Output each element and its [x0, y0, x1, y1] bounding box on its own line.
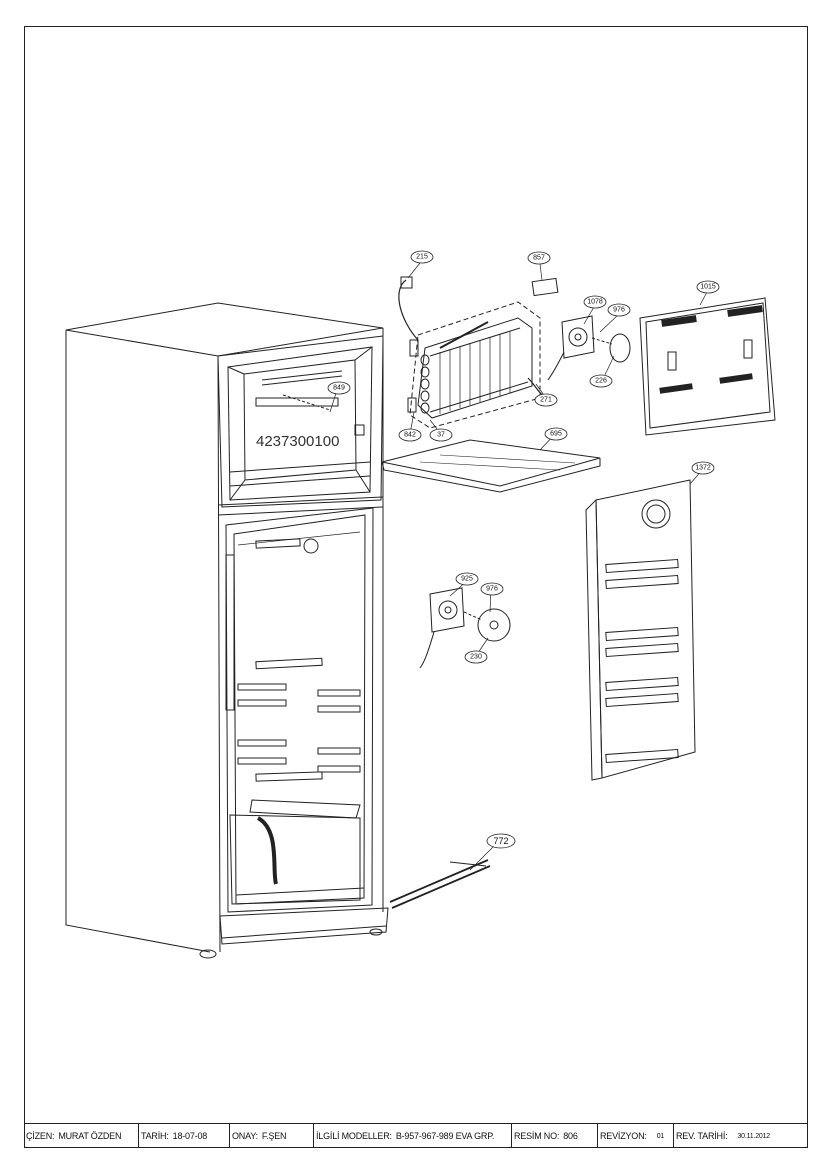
callout-label-695: 695	[550, 431, 562, 438]
callout-oval-976	[607, 303, 631, 317]
callout-oval-976b	[480, 582, 504, 596]
callout-label-1078: 1078	[587, 299, 603, 306]
refrigerator-cabinet	[65, 302, 389, 959]
callout-oval-1078	[583, 295, 607, 309]
shelf-695	[381, 439, 601, 493]
callout-oval-1372	[691, 461, 715, 475]
date-label: TARİH:	[141, 1131, 169, 1141]
evaporator-assembly	[398, 276, 547, 429]
callout-oval-925	[455, 572, 479, 586]
callout-label-215: 215	[416, 254, 428, 261]
drawn-by-cell: ÇİZEN: MURAT ÖZDEN	[24, 1124, 139, 1148]
callout-label-271: 271	[540, 397, 552, 404]
callout-label-849: 849	[333, 385, 345, 392]
drawing-no-cell: RESİM NO: 806	[512, 1124, 598, 1148]
callout-oval-695	[544, 427, 568, 441]
callout-label-1372: 1372	[695, 465, 711, 472]
heater-772	[389, 859, 491, 909]
drawn-by-label: ÇİZEN:	[26, 1131, 55, 1141]
upper-fan-motor	[531, 277, 631, 381]
approved-label: ONAY:	[232, 1131, 258, 1141]
rev-date-label: REV. TARİHİ:	[676, 1131, 728, 1141]
callout-ovals	[327, 250, 720, 849]
callout-oval-230	[464, 650, 488, 664]
callout-label-925: 925	[461, 576, 473, 583]
date-cell: TARİH: 18-07-08	[139, 1124, 230, 1148]
drawn-by-value: MURAT ÖZDEN	[58, 1131, 122, 1141]
title-block: ÇİZEN: MURAT ÖZDEN TARİH: 18-07-08 ONAY:…	[24, 1123, 808, 1148]
callout-oval-226	[589, 374, 613, 388]
drawing-no-label: RESİM NO:	[514, 1131, 560, 1141]
callout-label-772: 772	[493, 836, 508, 846]
date-value: 18-07-08	[172, 1131, 208, 1141]
drawing-sheet-border	[24, 26, 808, 1148]
approved-cell: ONAY: F.ŞEN	[230, 1124, 314, 1148]
callout-oval-842	[398, 428, 422, 442]
rev-date-value: 30.11.2012	[737, 1132, 770, 1140]
rev-date-cell: REV. TARİHİ: 30.11.2012	[674, 1124, 808, 1148]
callout-oval-857	[527, 251, 551, 265]
callout-oval-849	[327, 381, 351, 395]
callout-label-976b: 976	[486, 586, 498, 593]
approved-value: F.ŞEN	[261, 1131, 287, 1141]
callout-label-1015: 1015	[700, 284, 716, 291]
callout-label-976: 976	[613, 307, 625, 314]
part-number-label: 4237300100	[256, 433, 339, 450]
models-cell: İLGİLİ MODELLER: B-957-967-989 EVA GRP.	[314, 1124, 512, 1148]
callout-oval-37	[429, 428, 453, 442]
callout-oval-772	[486, 833, 516, 849]
callout-label-226: 226	[595, 378, 607, 385]
callout-label-37: 37	[437, 432, 445, 439]
callout-label-230: 230	[470, 654, 482, 661]
revision-value: 01	[656, 1132, 665, 1140]
rear-cover-panel	[639, 297, 776, 436]
callout-oval-1015	[696, 280, 720, 294]
revision-cell: REVİZYON: 01	[598, 1124, 674, 1148]
revision-label: REVİZYON:	[600, 1131, 647, 1141]
back-panel-1372	[585, 479, 696, 781]
lower-fan-motor	[419, 587, 511, 669]
drawing-no-value: 806	[563, 1131, 578, 1141]
callout-oval-215	[410, 250, 434, 264]
models-label: İLGİLİ MODELLER:	[316, 1131, 392, 1141]
callout-oval-271	[534, 393, 558, 407]
callout-label-857: 857	[533, 255, 545, 262]
callout-label-842: 842	[404, 432, 416, 439]
models-value: B-957-967-989 EVA GRP.	[395, 1131, 495, 1141]
